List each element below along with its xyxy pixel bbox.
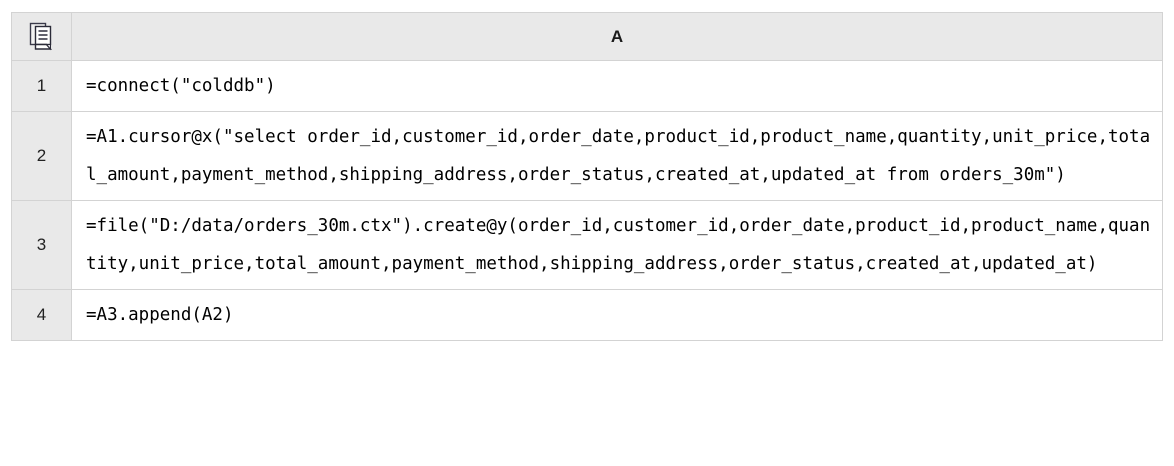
cell-a4[interactable]: =A3.append(A2) — [72, 290, 1163, 341]
row-number-2[interactable]: 2 — [12, 112, 72, 201]
table-row: 4 =A3.append(A2) — [12, 290, 1163, 341]
cell-a1[interactable]: =connect("colddb") — [72, 61, 1163, 112]
row-number-4[interactable]: 4 — [12, 290, 72, 341]
document-copy-icon — [29, 22, 55, 52]
cell-a2[interactable]: =A1.cursor@x("select order_id,customer_i… — [72, 112, 1163, 201]
cell-a3[interactable]: =file("D:/data/orders_30m.ctx").create@y… — [72, 201, 1163, 290]
column-header-a[interactable]: A — [72, 13, 1163, 61]
table-row: 2 =A1.cursor@x("select order_id,customer… — [12, 112, 1163, 201]
table-row: 3 =file("D:/data/orders_30m.ctx").create… — [12, 201, 1163, 290]
spl-script-grid: A 1 =connect("colddb") 2 =A1.cursor@x("s… — [11, 12, 1163, 341]
grid-header-row: A — [12, 13, 1163, 61]
table-row: 1 =connect("colddb") — [12, 61, 1163, 112]
grid-corner-cell[interactable] — [12, 13, 72, 61]
row-number-3[interactable]: 3 — [12, 201, 72, 290]
row-number-1[interactable]: 1 — [12, 61, 72, 112]
